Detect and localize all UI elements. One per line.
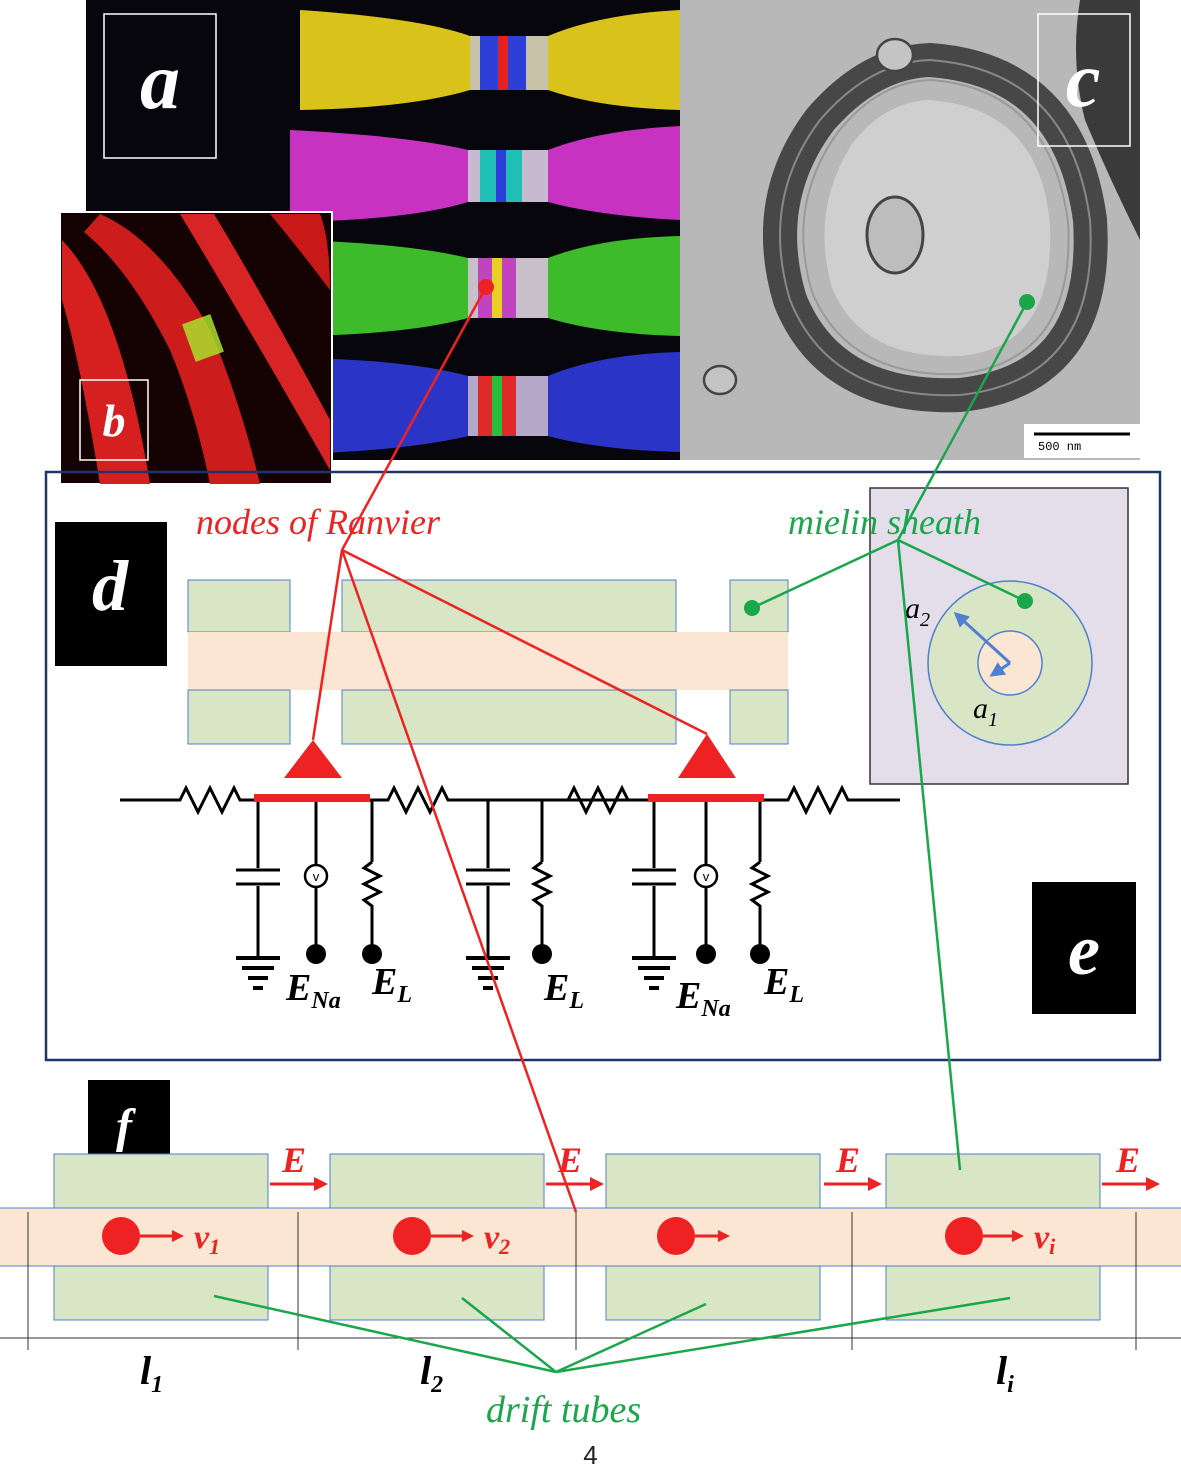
panel-a-label-frame: [103, 13, 217, 159]
panel-e-letter: e: [1068, 910, 1100, 990]
svg-text:v1: v1: [194, 1219, 220, 1259]
a2-label: a: [905, 592, 920, 625]
svg-text:li: li: [996, 1348, 1014, 1398]
svg-text:EL: EL: [371, 961, 412, 1008]
vi-subscript: i: [1049, 1234, 1056, 1259]
svg-text:ENa: ENa: [285, 967, 341, 1014]
connector-lines-red: [311, 286, 708, 1213]
scale-bar-label: 500 nm: [1038, 440, 1081, 454]
cross-section-inset: a2 a1: [869, 487, 1129, 785]
fiber-magenta: [290, 126, 680, 222]
panel-e-badge: e: [1032, 882, 1136, 1014]
field-label: E: [1115, 1140, 1140, 1180]
vi-label: v: [1034, 1219, 1050, 1256]
page-number: 4: [583, 1440, 598, 1470]
e-na-subscript: Na: [310, 988, 340, 1014]
equivalent-circuit: [120, 784, 900, 990]
svg-text:vi: vi: [1034, 1219, 1056, 1259]
field-label: E: [281, 1140, 306, 1180]
e-l-subscript: L: [396, 982, 412, 1008]
a1-label: a: [973, 692, 988, 725]
svg-text:EL: EL: [763, 961, 804, 1008]
v1-subscript: 1: [209, 1234, 220, 1259]
voltage-source-icon: v: [313, 869, 320, 884]
sheath-pointer-dots: [744, 294, 1035, 616]
fiber-blue: [300, 352, 680, 454]
drift-tube-model: E E E E v1 v2 vi l1 l2 li: [0, 1140, 1181, 1398]
svg-text:a1: a1: [973, 692, 998, 731]
myelin-rings: [763, 42, 1108, 413]
connector-lines-green: [213, 301, 1029, 1374]
v2-subscript: 2: [498, 1234, 510, 1259]
node-pointer-dot: [478, 279, 494, 295]
panel-c-letter: c: [1066, 36, 1101, 123]
l2-label: l: [420, 1348, 432, 1393]
l1-label: l: [140, 1348, 152, 1393]
mielin-sheath-label: mielin sheath: [788, 502, 981, 542]
panel-c-micrograph: 500 nm: [680, 0, 1140, 460]
svg-text:a2: a2: [905, 592, 930, 631]
panel-b-micrograph: [59, 211, 333, 485]
fiber-model: [187, 579, 789, 745]
circuit-terminals: [306, 944, 770, 964]
field-label: E: [835, 1140, 860, 1180]
li-label: l: [996, 1348, 1008, 1393]
scale-bar: 500 nm: [1024, 424, 1140, 458]
e-l-label: E: [543, 967, 569, 1009]
panel-a-micrograph: [86, 0, 680, 460]
panel-a-letter: a: [140, 38, 180, 126]
drift-tubes-label: drift tubes: [486, 1389, 641, 1431]
e-na-label: E: [675, 975, 701, 1017]
e-l-subscript: L: [568, 988, 584, 1014]
svg-text:v2: v2: [484, 1219, 510, 1259]
l1-subscript: 1: [151, 1372, 163, 1398]
e-l-label: E: [763, 961, 789, 1003]
e-l-label: E: [371, 961, 397, 1003]
svg-text:EL: EL: [543, 967, 584, 1014]
e-l-subscript: L: [788, 982, 804, 1008]
panel-f-letter: f: [116, 1100, 136, 1153]
e-na-subscript: Na: [700, 996, 730, 1022]
mitochondrion: [865, 195, 925, 275]
v1-label: v: [194, 1219, 210, 1256]
li-subscript: i: [1007, 1372, 1014, 1398]
panel-d-badge: d: [55, 522, 167, 666]
nodes-of-ranvier-label: nodes of Ranvier: [196, 502, 441, 542]
a1-subscript: 1: [988, 709, 998, 731]
fiber-yellow: [300, 10, 680, 110]
panel-d-letter: d: [92, 546, 129, 626]
a2-subscript: 2: [920, 609, 930, 631]
field-label: E: [557, 1140, 582, 1180]
model-frame: [44, 470, 1162, 1062]
svg-text:ENa: ENa: [675, 975, 731, 1022]
panel-b-letter: b: [103, 395, 126, 446]
svg-text:l2: l2: [420, 1348, 443, 1398]
voltage-source-icon: v: [703, 869, 710, 884]
l2-subscript: 2: [430, 1372, 443, 1398]
v2-label: v: [484, 1219, 500, 1256]
svg-text:l1: l1: [140, 1348, 163, 1398]
e-na-label: E: [285, 967, 311, 1009]
ranvier-node-markers: [254, 734, 764, 802]
